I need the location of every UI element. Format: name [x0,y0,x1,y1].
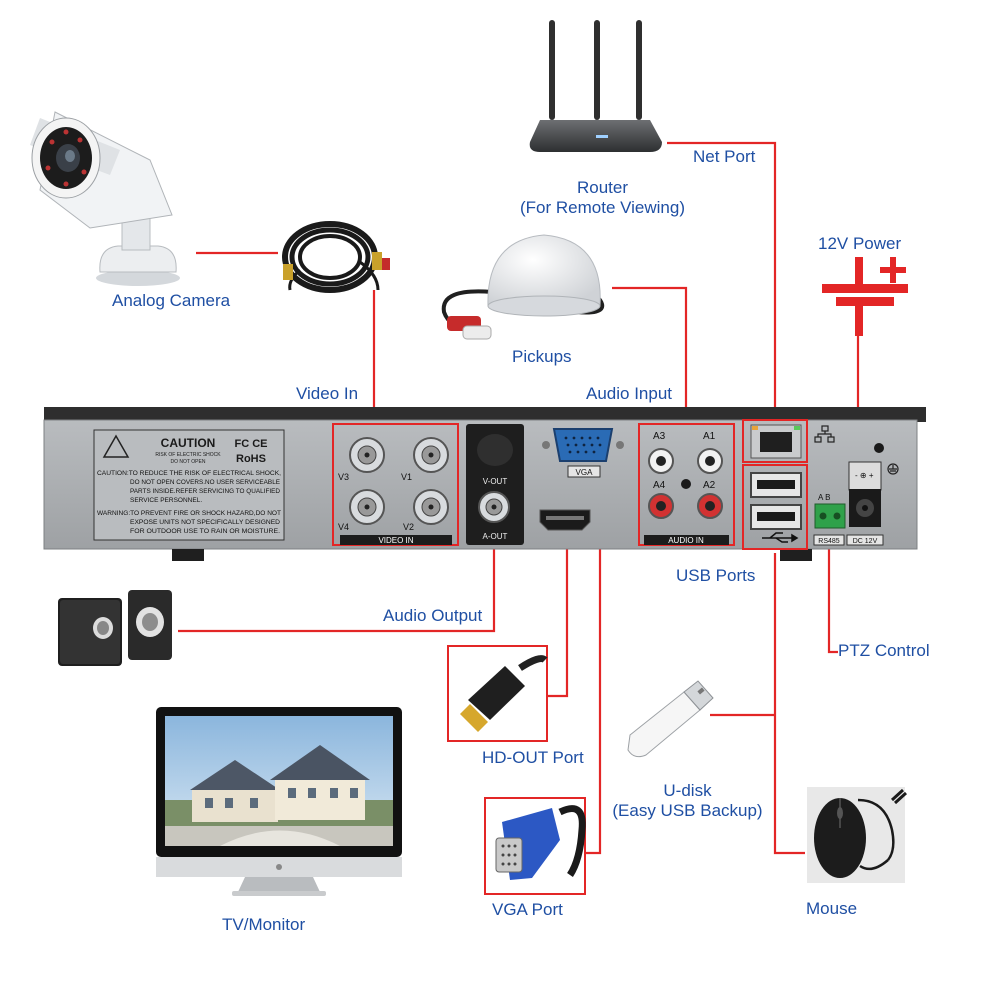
svg-text:A-OUT: A-OUT [483,532,508,541]
hd-out-port-label: HD-OUT Port [482,748,584,767]
net-port-label: Net Port [693,147,756,166]
udisk-label-line2: (Easy USB Backup) [612,801,763,820]
router-label-line1: Router [576,178,629,197]
svg-text:- ⊕ +: - ⊕ + [855,471,874,480]
svg-text:DO NOT OPEN COVERS.NO USER SER: DO NOT OPEN COVERS.NO USER SERVICEABLE [130,479,281,486]
mouse-icon [807,787,908,883]
video-in-label: Video In [296,384,359,403]
ground-symbol-icon [887,463,899,475]
lan-port[interactable] [742,419,808,463]
dc-power-symbol [822,257,908,336]
caution-label: CAUTION RISK OF ELECTRIC SHOCK DO NOT OP… [93,429,285,541]
svg-text:V4: V4 [338,522,349,532]
router-label-line2: (For Remote Viewing) [519,198,686,217]
svg-text:FOR OUTDOOR USE TO RAIN OR MOI: FOR OUTDOOR USE TO RAIN OR MOISTURE. [130,528,280,535]
usb-ports-label: USB Ports [676,566,756,585]
hdmi-cable-box [447,645,548,742]
dvr-rear-panel: CAUTION RISK OF ELECTRIC SHOCK DO NOT OP… [43,407,926,561]
audio-output-label: Audio Output [383,606,483,625]
vga-cable-icon [495,805,586,880]
router-label: Router (For Remote Viewing) [500,178,705,218]
router-icon [529,20,662,152]
usb-flash-drive-icon [627,680,714,758]
rs485-ptz-terminal[interactable]: A B RS485 [813,493,846,546]
tv-monitor-label: TV/Monitor [222,915,306,934]
vga-cable-box [484,797,586,895]
svg-text:RoHS: RoHS [236,453,266,465]
svg-text:EXPOSE UNITS NOT SPECIFICALLY: EXPOSE UNITS NOT SPECIFICALLY DESIGNED [130,519,280,526]
vga-port-label: VGA Port [492,900,563,919]
svg-text:A B: A B [818,493,830,502]
analog-camera-label: Analog Camera [112,291,231,310]
svg-text:V2: V2 [403,522,414,532]
svg-text:VGA: VGA [576,468,594,477]
vga-port[interactable]: VGA [542,428,624,478]
svg-text:RISK OF ELECTRIC SHOCK: RISK OF ELECTRIC SHOCK [155,452,221,458]
svg-text:FC CE: FC CE [235,438,268,450]
mouse-label: Mouse [806,899,858,918]
svg-text:RS485: RS485 [818,538,840,545]
video-audio-out-ports[interactable]: V-OUT A-OUT [466,424,524,545]
svg-text:DC 12V: DC 12V [853,538,878,545]
dc-power-jack[interactable]: - ⊕ + DC 12V [846,461,884,546]
pickups-label: Pickups [512,347,572,366]
usb-symbol-icon [762,532,799,543]
tv-monitor-icon [156,707,402,896]
ground-screw [874,443,884,453]
udisk-label-line1: U-disk [663,781,712,800]
speakers-icon [58,590,172,666]
svg-text:A1: A1 [703,431,716,442]
pickup-microphone-icon [441,234,604,340]
usb-ports[interactable] [742,464,808,550]
svg-text:V-OUT: V-OUT [483,477,508,486]
hdmi-cable-icon [460,655,548,732]
svg-text:AUDIO IN: AUDIO IN [668,536,704,545]
power-label: 12V Power [818,234,902,253]
hdmi-port[interactable] [539,509,591,531]
svg-text:A4: A4 [653,480,666,491]
bnc-cable-icon [282,221,390,293]
svg-text:V3: V3 [338,472,349,482]
audio-in-ports[interactable]: AUDIO IN A3 A1 A4 A2 [638,423,735,546]
svg-text:A2: A2 [703,480,716,491]
audio-input-label: Audio Input [586,384,673,403]
connector-lines [178,141,860,855]
svg-text:PARTS INSIDE.REFER SERVICING T: PARTS INSIDE.REFER SERVICING TO QUALIFIE… [130,488,280,495]
caution-title: CAUTION [161,436,216,450]
ptz-control-label: PTZ Control [838,641,930,660]
video-in-ports[interactable]: VIDEO IN V3 V1 V4 V2 [332,423,459,546]
svg-text:A3: A3 [653,431,666,442]
video-in-panel-label: VIDEO IN [378,536,413,545]
svg-text:V1: V1 [401,472,412,482]
svg-text:CAUTION:TO REDUCE THE RISK OF: CAUTION:TO REDUCE THE RISK OF ELECTRICAL… [97,470,281,477]
svg-text:SERVICE PERSONNEL.: SERVICE PERSONNEL. [130,497,202,504]
svg-text:WARNING:TO PREVENT FIRE OR SHO: WARNING:TO PREVENT FIRE OR SHOCK HAZARD,… [97,510,281,517]
svg-text:DO NOT OPEN: DO NOT OPEN [171,459,206,465]
network-symbol-icon [814,425,835,443]
udisk-label: U-disk (Easy USB Backup) [600,781,775,821]
analog-camera-icon [30,111,180,286]
